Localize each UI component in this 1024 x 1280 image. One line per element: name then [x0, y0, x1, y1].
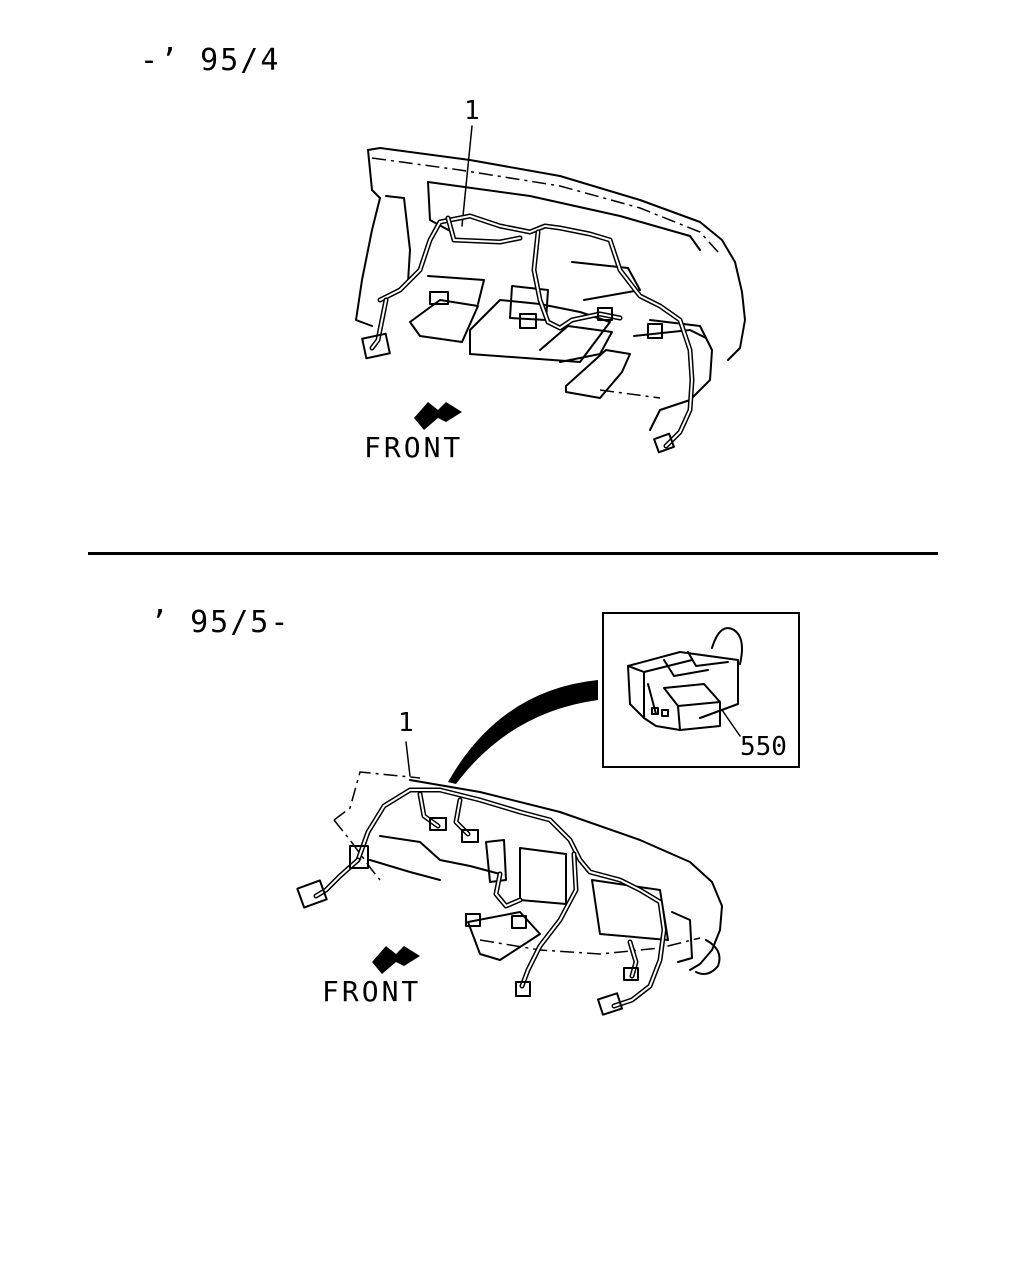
callout-leader-top: [461, 125, 473, 227]
dashboard-top-illustration: [355, 125, 746, 454]
callout-leader-bottom: [405, 741, 411, 777]
connector-550-drawing: [627, 627, 743, 737]
callout-leader-550: [721, 709, 741, 737]
date-label-top: -’ 95/4: [140, 43, 281, 78]
callout-1-bottom: 1: [398, 708, 414, 738]
section-divider: [88, 552, 938, 555]
callout-550: 550: [740, 732, 787, 762]
inset-pointer: [448, 680, 598, 784]
front-label-top: FRONT: [364, 431, 464, 464]
dashboard-bottom-illustration: [296, 680, 723, 1016]
callout-1-top: 1: [464, 96, 480, 126]
connector-detail-inset: 550: [602, 612, 800, 768]
front-arrow-top: [414, 402, 462, 430]
front-label-bottom: FRONT: [322, 975, 422, 1008]
front-arrow-bottom: [372, 946, 420, 974]
date-label-bottom: ’ 95/5-: [150, 605, 291, 640]
